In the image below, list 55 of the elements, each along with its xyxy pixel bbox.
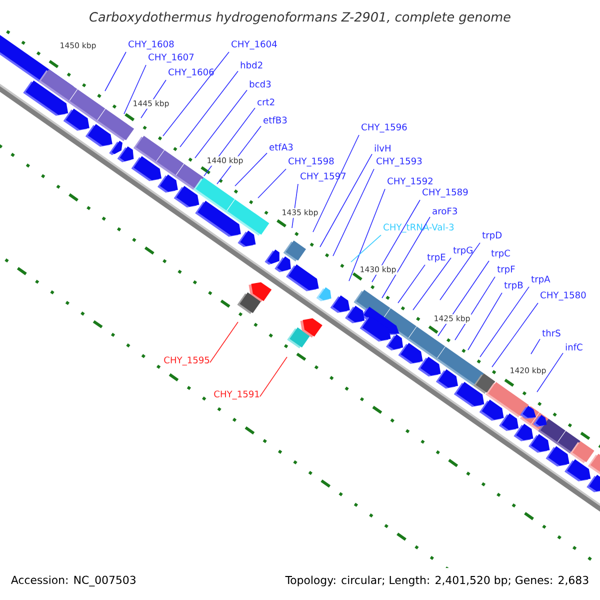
leader-line (210, 322, 238, 363)
leader-line (468, 292, 502, 350)
gene-label: hbd2 (240, 61, 262, 68)
gene-label: trpE (427, 254, 446, 262)
gene-label: CHY_1604 (232, 40, 277, 50)
leader-line (124, 64, 146, 114)
leader-line (162, 52, 230, 136)
gene-label: ilvH (374, 144, 390, 152)
gene-label: CHY_1589 (422, 188, 468, 198)
leader-line (480, 286, 530, 358)
gene-label: trpA (531, 276, 550, 284)
leader-line (348, 188, 386, 282)
leader-line (204, 108, 256, 176)
gene-label: CHY_1598 (288, 158, 334, 166)
gene-label: trpC (491, 250, 510, 258)
gene-label: bcd3 (250, 80, 271, 88)
leader-line (320, 154, 372, 248)
gene-label: CHY_1608 (128, 40, 174, 50)
leader-line (412, 257, 452, 310)
gene-label: trpF (497, 266, 515, 274)
leader-line (440, 242, 480, 300)
gene-label: CHY_1607 (148, 54, 194, 62)
gene-label: crt2 (258, 98, 274, 106)
leader-line (536, 352, 564, 392)
gene-label: CHY_1596 (362, 124, 407, 132)
leader-line (372, 200, 420, 282)
gene-label: CHY_1580 (540, 292, 586, 300)
leader-line (260, 356, 288, 397)
leader-line (312, 134, 360, 232)
gene-label: trpD (482, 232, 502, 240)
leader-line (104, 52, 126, 92)
leader-line (530, 338, 540, 354)
gene-label: etfB3 (264, 116, 287, 124)
leader-line (180, 70, 238, 148)
leader-line (234, 152, 268, 186)
leader-line (332, 168, 374, 256)
gene-label: thrS (542, 329, 560, 336)
gene-label: CHY_1593 (376, 158, 422, 166)
title: Carboxydothermus hydrogenoformans Z-2901, complete genome (90, 12, 510, 24)
gene-label: CHY_1591 (214, 390, 260, 400)
leader-line (382, 216, 430, 298)
footer-text: Topology: circular; Length: 2,401,520 bp; Genes: 2,683 (285, 576, 588, 586)
footer-text: Accession: NC_007503 (11, 576, 136, 586)
leader-line (398, 264, 426, 304)
leader-line (350, 234, 382, 262)
gene-label: infC (566, 343, 582, 350)
leader-line (194, 90, 248, 158)
gene-label: trpB (504, 282, 523, 290)
gene-label: CHY_1592 (388, 178, 432, 186)
gene-label: trpG (453, 246, 472, 256)
leader-line (492, 302, 538, 368)
leader-line (258, 168, 286, 198)
gene-label: etfA3 (270, 143, 293, 150)
gene-label: aroF3 (432, 208, 457, 214)
gene-label: CHY_1595 (164, 356, 210, 366)
